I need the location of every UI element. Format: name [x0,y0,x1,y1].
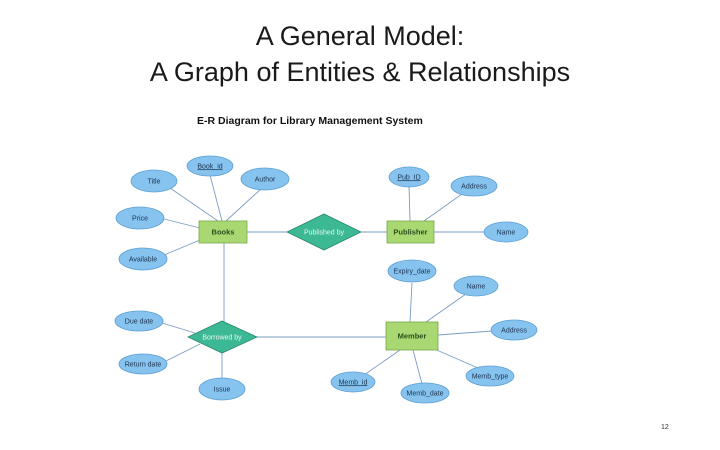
connector-publisher-pub-id [408,185,411,222]
relationship-published-by: Published by [286,213,362,251]
attribute-return-date: Return date [118,353,168,375]
attribute-price: Price [115,206,165,230]
attribute-author-label: Author [255,176,276,183]
connector-member-address [437,330,493,336]
connector-member-name [425,293,467,323]
attribute-title-label: Title [148,178,161,185]
connector-books-available [163,239,201,256]
attribute-memb-type-label: Memb_type [472,373,509,380]
attribute-available: Available [118,247,168,271]
connector-member-memb-type [431,347,479,369]
attribute-member-name: Name [453,275,499,297]
attribute-pub-id-label: Pub_ID [397,174,420,181]
connector-books-title [169,187,219,222]
attribute-price-label: Price [132,215,148,222]
attribute-due-date: Due date [114,310,164,332]
connector-books-book-id [209,174,223,222]
entity-publisher: Publisher [386,220,435,244]
entity-member-label: Member [398,331,427,340]
attribute-issue: Issue [198,377,246,401]
attribute-book-id: Book_id [186,155,234,177]
attribute-pub-id: Pub_ID [388,166,430,188]
entity-books-label: Books [212,227,235,236]
attribute-publisher-address: Address [450,175,498,197]
slide-title: A General Model: A Graph of Entities & R… [0,18,720,90]
entity-publisher-label: Publisher [393,227,427,236]
attribute-available-label: Available [129,256,157,263]
relationship-published-by-label: Published by [304,229,345,236]
attribute-expiry-date-label: Expiry_date [394,268,431,275]
entity-books: Books [198,220,248,244]
attribute-member-address: Address [490,319,538,341]
attribute-publisher-name: Name [483,221,529,243]
attribute-return-date-label: Return date [125,361,162,368]
attribute-member-name-label: Name [467,283,486,290]
attribute-title: Title [130,169,178,193]
connector-member-memb-id [363,349,401,376]
attribute-memb-type: Memb_type [465,365,515,387]
connector-books-author [225,187,263,222]
connector-borrowed-by-return-date [163,343,201,363]
page-number: 12 [661,424,669,431]
attribute-memb-id: Memb_id [330,371,376,393]
attribute-due-date-label: Due date [125,318,154,325]
attribute-author: Author [240,167,290,191]
connector-books-price [163,218,201,229]
connector-publisher-address [423,193,463,222]
connectors [161,174,493,385]
attribute-issue-label: Issue [214,386,231,393]
attribute-memb-id-label: Memb_id [339,379,368,386]
relationship-borrowed-by: Borrowed by [187,320,258,354]
attribute-publisher-address-label: Address [461,183,487,190]
attribute-memb-date: Memb_date [400,382,450,404]
attribute-memb-date-label: Memb_date [407,390,444,397]
attribute-member-address-label: Address [501,327,527,334]
attribute-expiry-date: Expiry_date [387,259,437,283]
entity-member: Member [385,321,439,351]
slide-title-line-2: A Graph of Entities & Relationships [149,57,571,87]
attribute-book-id-label: Book_id [197,163,222,170]
attribute-publisher-name-label: Name [497,229,516,236]
connector-member-memb-date [412,349,423,385]
connector-member-expiry-date [409,282,413,323]
slide-title-line-1: A General Model: [255,21,465,51]
relationship-borrowed-by-label: Borrowed by [202,334,242,341]
connector-borrowed-by-due-date [161,322,196,334]
diagram-title: E-R Diagram for Library Management Syste… [197,115,423,127]
